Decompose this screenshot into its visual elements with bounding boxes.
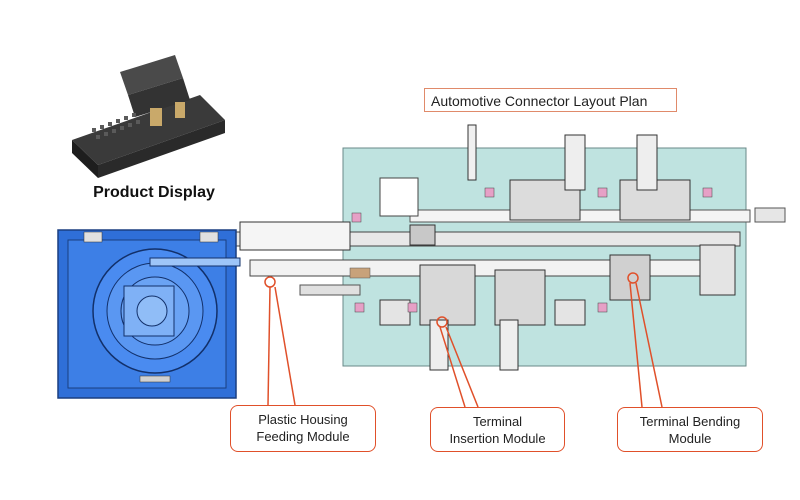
layout-plan-title: Automotive Connector Layout Plan: [424, 88, 677, 112]
callout-terminal-bending: Terminal Bending Module: [617, 407, 763, 452]
callout-bending-line2: Module: [668, 431, 712, 446]
callout-housing-feeding: Plastic Housing Feeding Module: [230, 405, 376, 452]
connector-product-image: [72, 55, 225, 178]
callout-housing-line2: Feeding Module: [256, 429, 350, 444]
callout-insertion-line1: Terminal: [472, 414, 523, 429]
callout-terminal-insertion: Terminal Insertion Module: [430, 407, 565, 452]
product-display-label: Product Display: [93, 184, 215, 201]
callout-bending-line1: Terminal Bending: [639, 414, 741, 429]
callout-housing-line1: Plastic Housing: [258, 412, 348, 427]
pink-clamps: [351, 187, 713, 313]
bowl-feeder: [57, 229, 241, 399]
callout-leaders: [264, 272, 663, 408]
machinery-stations: [379, 124, 736, 371]
callout-insertion-line2: Insertion Module: [449, 431, 546, 446]
